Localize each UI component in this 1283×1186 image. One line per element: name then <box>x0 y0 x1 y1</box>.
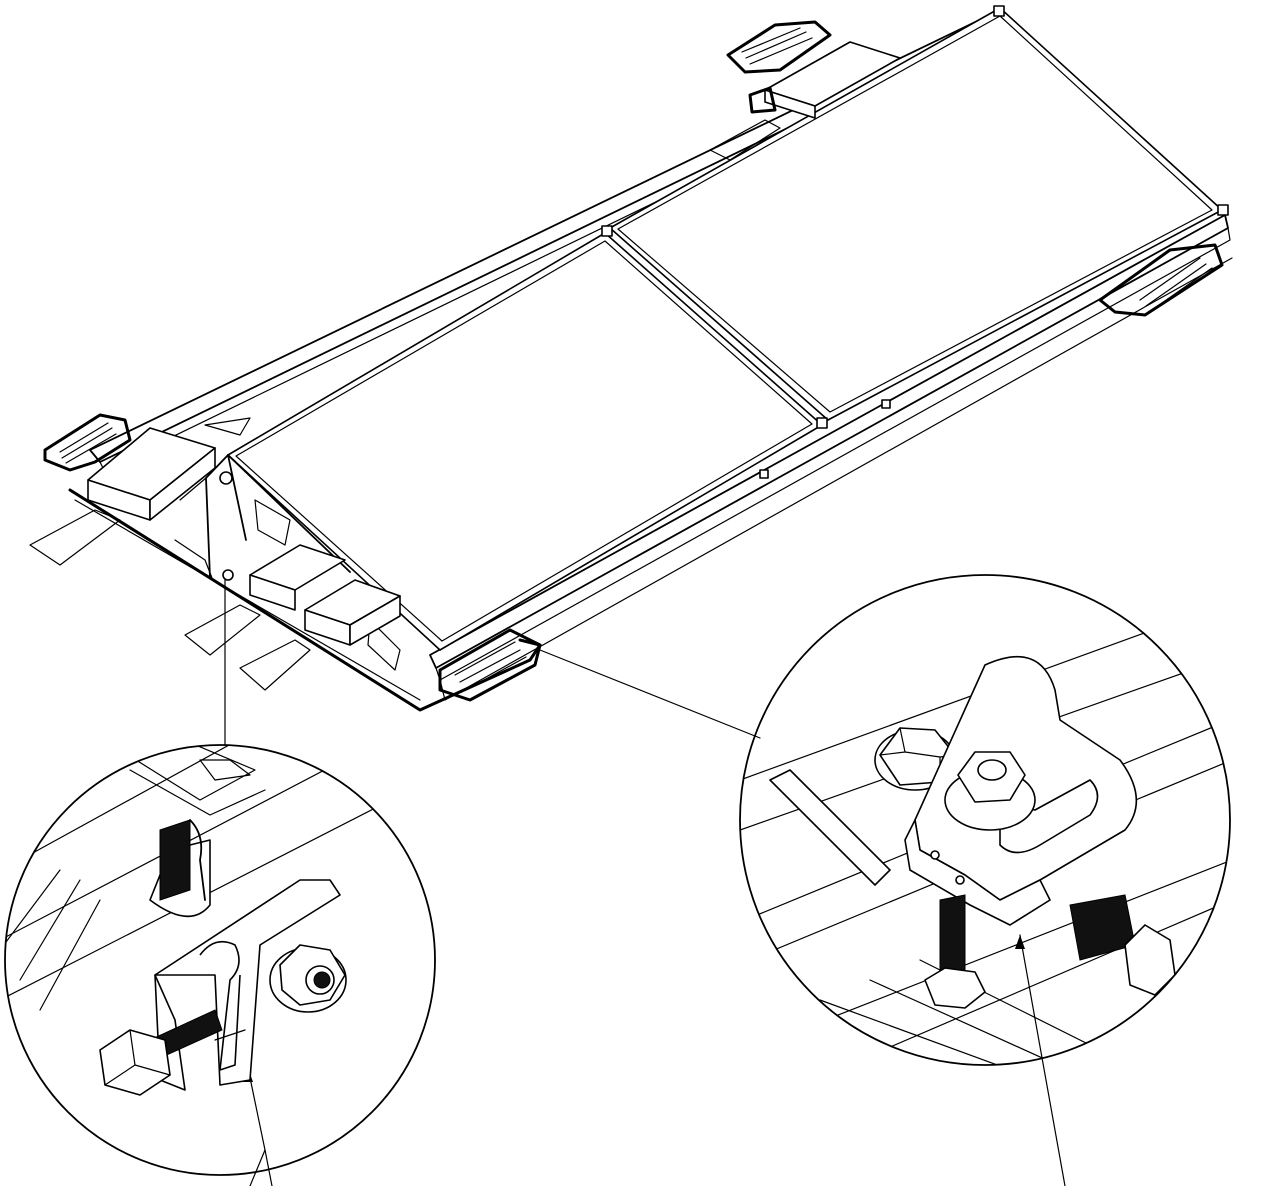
protection-pads <box>29 119 781 691</box>
base-tray-rear-left <box>726 20 832 114</box>
hex-bolt-left <box>99 1009 223 1096</box>
spring-bolt <box>149 819 211 918</box>
top-hex-nut <box>944 751 1036 831</box>
base-tray-rear-right <box>1098 243 1224 317</box>
side-bolt-right <box>1069 894 1176 996</box>
main-assembly <box>29 5 1233 712</box>
bottom-bolt <box>924 894 986 1009</box>
mid-clamps <box>601 5 1229 479</box>
base-tray-front-right <box>438 628 542 702</box>
hex-nut-right <box>269 944 347 1013</box>
tilt-support-frame <box>174 454 401 671</box>
ballast-blocks <box>87 41 901 646</box>
grounding-lug-detail-icon <box>4 744 436 1176</box>
rail-clamp-body <box>904 655 1138 926</box>
rail-clamp-detail-icon <box>739 574 1231 1066</box>
